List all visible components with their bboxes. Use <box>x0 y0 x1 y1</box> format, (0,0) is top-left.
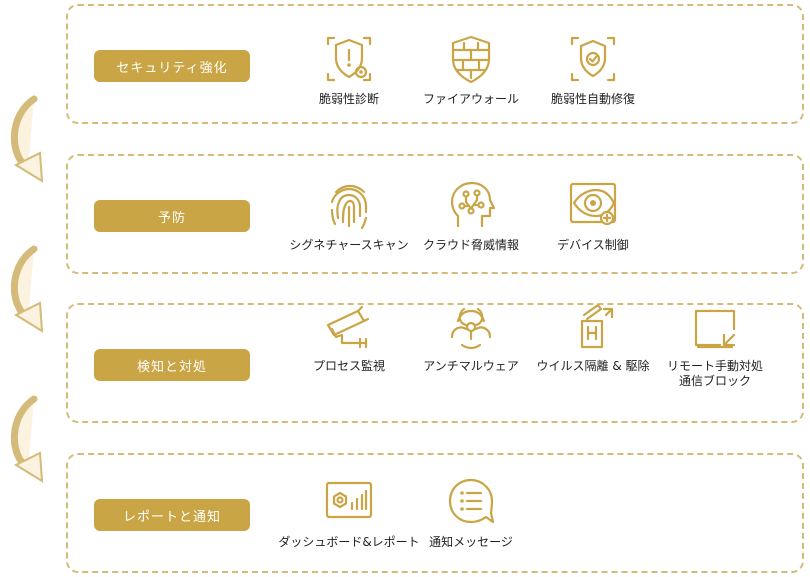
firewall-shield-icon <box>451 35 491 84</box>
section-detection-response: 検知と対処 プロセス監視 アンチマルウェア ウイルス隔離 & 駆除 <box>66 303 804 423</box>
feature-cloud-threat-intel: クラウド脅威情報 <box>396 178 546 253</box>
feature-label: リモート手動対処 <box>666 359 763 373</box>
feature-remote-response: リモート手動対処 通信ブロック <box>640 299 790 389</box>
feature-firewall: ファイアウォール <box>396 32 546 107</box>
ai-head-icon <box>450 181 496 228</box>
section-title: セキュリティ強化 <box>94 50 250 82</box>
eye-scan-icon <box>569 182 617 226</box>
feature-vulnerability-scan: 脆弱性診断 <box>274 32 424 107</box>
shield-gear-icon <box>326 36 372 82</box>
fingerprint-icon <box>330 184 368 230</box>
feature-label: ダッシュボード&レポート <box>278 535 420 549</box>
section-reporting-notification: レポートと通知 ダッシュボード&レポート 通知メッセージ <box>66 453 804 573</box>
feature-label: ウイルス隔離 & 駆除 <box>536 359 650 373</box>
section-title: 予防 <box>94 200 250 232</box>
feature-virus-quarantine: ウイルス隔離 & 駆除 <box>518 299 668 374</box>
flow-arrow-icon <box>11 245 44 333</box>
feature-dashboard-report: ダッシュボード&レポート <box>274 475 424 550</box>
feature-label: デバイス制御 <box>557 238 629 252</box>
feature-label: アンチマルウェア <box>423 359 519 373</box>
feature-process-monitoring: プロセス監視 <box>274 299 424 374</box>
feature-label: シグネチャースキャン <box>289 238 409 252</box>
quarantine-bin-icon <box>580 303 614 349</box>
feature-label: ファイアウォール <box>422 92 519 106</box>
dashboard-icon <box>325 481 373 519</box>
section-security-hardening: セキュリティ強化 脆弱性診断 ファイアウォール 脆弱性自動修復 <box>66 4 804 124</box>
feature-device-control: デバイス制御 <box>518 178 668 253</box>
section-title: レポートと通知 <box>94 499 250 531</box>
feature-signature-scan: シグネチャースキャン <box>274 178 424 253</box>
section-title: 検知と対処 <box>94 349 250 381</box>
flow-arrow-icon <box>11 95 44 183</box>
flow-arrow-icon <box>11 395 44 483</box>
feature-auto-remediation: 脆弱性自動修復 <box>518 32 668 107</box>
feature-label-line2: 通信ブロック <box>678 374 751 388</box>
feature-label: クラウド脅威情報 <box>422 238 519 252</box>
section-prevention: 予防 シグネチャースキャン クラウド脅威情報 デバイス制御 <box>66 154 804 274</box>
feature-label: 通知メッセージ <box>429 535 513 549</box>
biohazard-icon <box>450 307 492 350</box>
security-camera-icon <box>326 305 370 349</box>
message-bubble-icon <box>448 478 495 524</box>
feature-label: 脆弱性診断 <box>318 92 379 106</box>
feature-notification-message: 通知メッセージ <box>396 475 546 550</box>
shield-check-icon <box>570 36 616 82</box>
remote-screen-icon <box>694 309 736 349</box>
feature-label: プロセス監視 <box>312 359 385 373</box>
feature-anti-malware: アンチマルウェア <box>396 299 546 374</box>
feature-label: 脆弱性自動修復 <box>550 92 635 106</box>
